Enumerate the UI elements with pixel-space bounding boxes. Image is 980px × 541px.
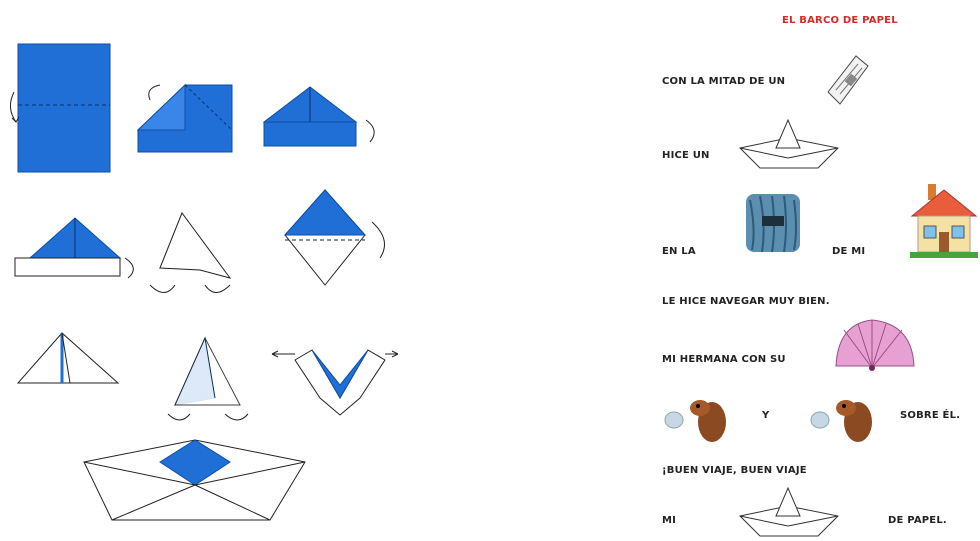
fold-step-7 bbox=[16, 332, 120, 384]
fold-step-final-boat bbox=[83, 439, 306, 521]
song-line-5: MI HERMANA CON SU bbox=[662, 354, 786, 365]
paper-boat-icon bbox=[738, 486, 840, 537]
song-line-8a: MI bbox=[662, 515, 677, 526]
fold-step-6 bbox=[283, 189, 385, 286]
song-line-3a: EN LA bbox=[662, 246, 696, 257]
house-icon bbox=[910, 184, 978, 258]
newspaper-icon bbox=[827, 55, 869, 105]
water-icon bbox=[746, 194, 800, 253]
fold-step-1 bbox=[10, 43, 111, 173]
fold-step-9 bbox=[271, 349, 399, 416]
song-line-4: LE HICE NAVEGAR MUY BIEN. bbox=[662, 296, 830, 307]
fold-step-4 bbox=[14, 217, 134, 279]
song-line-6a: Y bbox=[762, 410, 770, 421]
fan-icon bbox=[835, 319, 915, 371]
song-line-6b: SOBRE ÉL. bbox=[900, 410, 961, 421]
fold-step-3 bbox=[262, 86, 375, 147]
origami-folding-diagram bbox=[10, 43, 399, 521]
song-line-3b: DE MI bbox=[832, 246, 866, 257]
paper-boat-icon bbox=[738, 118, 840, 169]
song-line-8b: DE PAPEL. bbox=[888, 515, 947, 526]
fold-step-5 bbox=[149, 211, 232, 293]
wolf-blowing-icon bbox=[810, 400, 872, 442]
wolf-blowing-icon bbox=[664, 400, 726, 442]
fold-step-8 bbox=[167, 336, 249, 421]
song-line-2: HICE UN bbox=[662, 150, 710, 161]
fold-step-2 bbox=[136, 83, 233, 153]
song-line-7: ¡BUEN VIAJE, BUEN VIAJE bbox=[662, 465, 807, 476]
song-title: EL BARCO DE PAPEL bbox=[782, 15, 898, 26]
song-line-1: CON LA MITAD DE UN bbox=[662, 76, 786, 87]
